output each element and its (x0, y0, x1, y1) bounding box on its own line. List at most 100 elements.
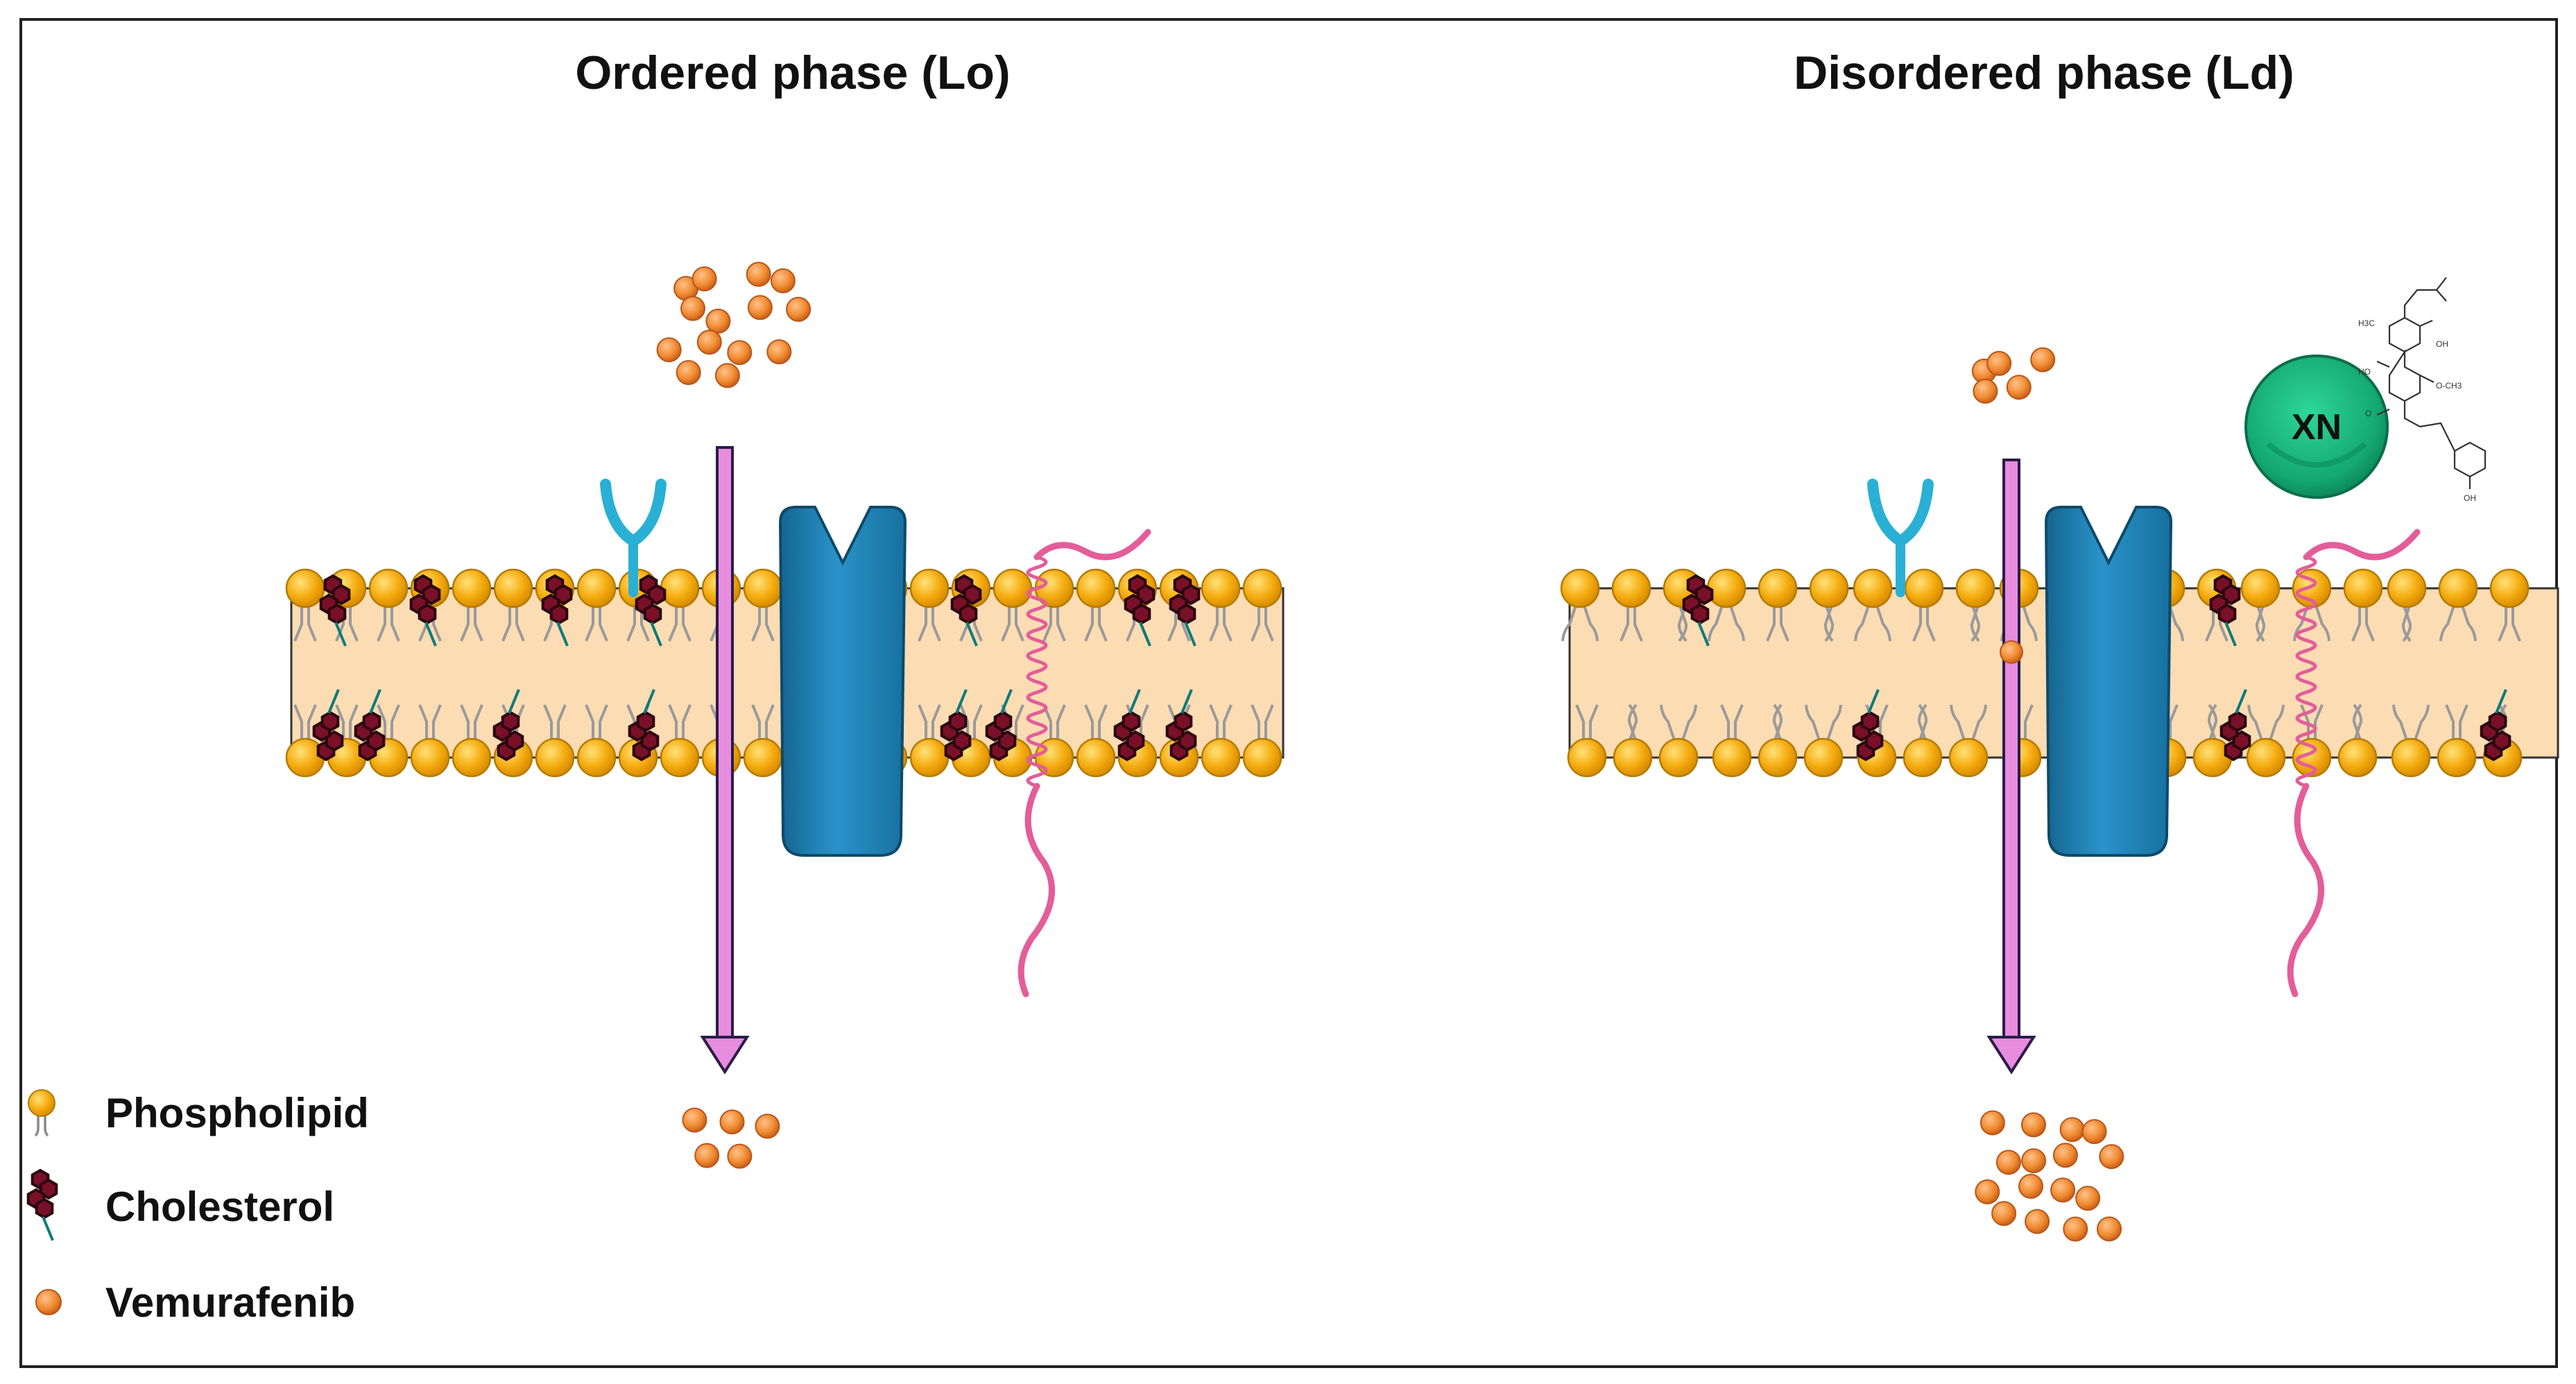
vemurafenib-molecule (680, 296, 705, 321)
vemurafenib-molecule (1995, 1150, 2021, 1175)
helix-protein (2287, 529, 2421, 998)
phospholipid-head (1560, 568, 1600, 608)
cholesterol-molecule (2219, 689, 2251, 762)
phospholipid-head (2343, 568, 2383, 608)
phospholipid-head (452, 737, 492, 778)
phospholipid-head (368, 568, 409, 608)
cholesterol-molecule (2209, 574, 2241, 647)
cholesterol-molecule (541, 574, 573, 647)
cholesterol-molecule (1852, 689, 1884, 762)
phospholipid-head (2337, 737, 2378, 778)
phospholipid-head (1853, 568, 1893, 608)
phospholipid-head (2387, 568, 2427, 608)
phospholipid-head (1706, 568, 1746, 608)
vemurafenib-molecule (747, 295, 773, 321)
vemurafenib-molecule (727, 1143, 753, 1169)
vemurafenib-molecule (656, 337, 682, 363)
xn-label: XN (2292, 407, 2342, 447)
phospholipid-head (1809, 568, 1849, 608)
channel-protein (2044, 506, 2173, 857)
phospholipid-head (452, 568, 492, 608)
cholesterol-molecule (1113, 689, 1145, 762)
vemurafenib-molecule (2021, 1148, 2047, 1174)
phospholipid-head (2438, 568, 2478, 608)
phospholipid-head (1955, 568, 1995, 608)
phospholipid-head (2246, 737, 2286, 778)
phospholipid-head (1658, 737, 1699, 778)
vemurafenib-molecule (2000, 640, 2023, 664)
vemurafenib-molecule (696, 330, 722, 355)
phospholipid-head (410, 737, 450, 778)
vemurafenib-molecule (694, 1143, 720, 1168)
cholesterol-molecule (26, 1168, 58, 1241)
cholesterol-molecule (1165, 689, 1197, 762)
vemurafenib-molecule (2021, 1112, 2046, 1138)
disordered-membrane-panel (1560, 347, 2559, 1242)
legend-label-vemurafenib: Vemurafenib (105, 1279, 355, 1326)
phospholipid-head (909, 737, 950, 778)
phospholipid-icon (28, 1089, 55, 1137)
vemurafenib-molecule (2063, 1216, 2088, 1242)
legend-label-cholesterol: Cholesterol (105, 1184, 334, 1230)
cholesterol-molecule (492, 689, 524, 762)
chem-oh-bottom: OH (2464, 493, 2476, 503)
cholesterol-molecule (2480, 689, 2511, 762)
phospholipid-head (493, 568, 533, 608)
vemurafenib-molecule (2075, 1186, 2101, 1211)
chem-och3: O-CH3 (2436, 381, 2462, 391)
phospholipid-head (1076, 568, 1116, 608)
vemurafenib-molecule (692, 266, 717, 291)
vemurafenib-molecule (2099, 1144, 2124, 1170)
vemurafenib-molecule (705, 308, 731, 334)
vemurafenib-molecule (727, 340, 753, 366)
phospholipid-head (1567, 737, 1607, 778)
vemurafenib-molecule (1975, 1179, 2000, 1204)
receptor-protein (600, 479, 667, 597)
phospholipid-head (1712, 737, 1752, 778)
legend: Phospholipid Cholesterol Vemurafenib (26, 1089, 369, 1326)
vemurafenib-molecule (786, 296, 812, 322)
cholesterol-molecule (1124, 574, 1156, 647)
vemurafenib-molecule (766, 339, 792, 365)
vemurafenib-molecule (2059, 1117, 2085, 1143)
phospholipid-head (1242, 737, 1282, 778)
vemurafenib-molecule (1980, 1110, 2005, 1136)
ordered-membrane-panel (285, 262, 1285, 1169)
helix-protein (1017, 529, 1151, 998)
phospholipid-head (2489, 568, 2530, 608)
channel-protein (778, 506, 907, 857)
vemurafenib-molecule (2025, 1208, 2050, 1234)
phospholipid-head (2437, 737, 2477, 778)
phospholipid-head (1948, 737, 1989, 778)
cholesterol-molecule (940, 689, 972, 762)
phospholipid-head (1758, 737, 1798, 778)
phospholipid-head (993, 568, 1033, 608)
phospholipid-head (1758, 568, 1798, 608)
cholesterol-molecule (1169, 574, 1201, 647)
vemurafenib-molecule (2018, 1174, 2043, 1199)
xn-circle (2244, 354, 2389, 499)
xanthohumol-structure-icon (2376, 277, 2487, 489)
transport-arrow (700, 446, 750, 1075)
chem-h3c: H3C (2358, 318, 2375, 328)
chem-o: O (2365, 409, 2371, 418)
chem-ho: HO (2358, 367, 2371, 377)
phospholipid-head (743, 568, 783, 608)
phospholipid-head (660, 737, 700, 778)
phospholipid-head (2292, 737, 2332, 778)
phospholipid-head (535, 737, 575, 778)
cholesterol-molecule (409, 574, 441, 647)
vemurafenib-molecule (1991, 1201, 2017, 1227)
phospholipid-head (1904, 568, 1944, 608)
receptor-protein (1867, 479, 1934, 597)
cholesterol-molecule (312, 689, 344, 762)
phospholipid-head (1201, 737, 1241, 778)
vemurafenib-molecule (1973, 378, 1998, 404)
phospholipid-head (2391, 737, 2431, 778)
vemurafenib-molecule (2006, 375, 2032, 400)
phospholipid-head (1076, 737, 1116, 778)
cholesterol-molecule (985, 689, 1017, 762)
legend-label-phospholipid: Phospholipid (105, 1090, 369, 1136)
vemurafenib-molecule (2030, 347, 2056, 373)
